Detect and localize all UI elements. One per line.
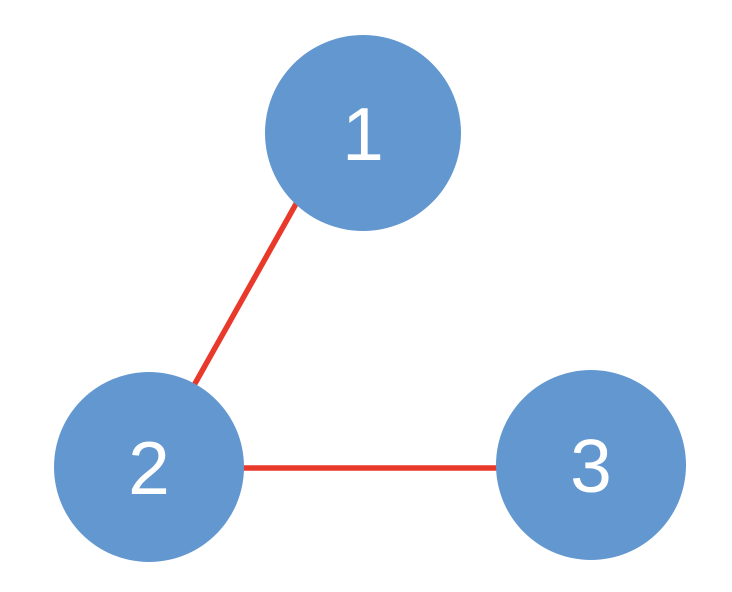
node-label-n1: 1 (342, 92, 384, 176)
node-circle-n1[interactable] (265, 35, 461, 231)
graph-node-n3[interactable]: 3 (496, 370, 686, 560)
graph-node-n2[interactable]: 2 (54, 372, 244, 562)
graph-node-n1[interactable]: 1 (265, 35, 461, 231)
node-circle-n3[interactable] (496, 370, 686, 560)
graph-edge-n1-n2[interactable] (185, 193, 304, 398)
node-label-n2: 2 (128, 426, 170, 510)
node-circle-n2[interactable] (54, 372, 244, 562)
node-label-n3: 3 (570, 424, 612, 508)
